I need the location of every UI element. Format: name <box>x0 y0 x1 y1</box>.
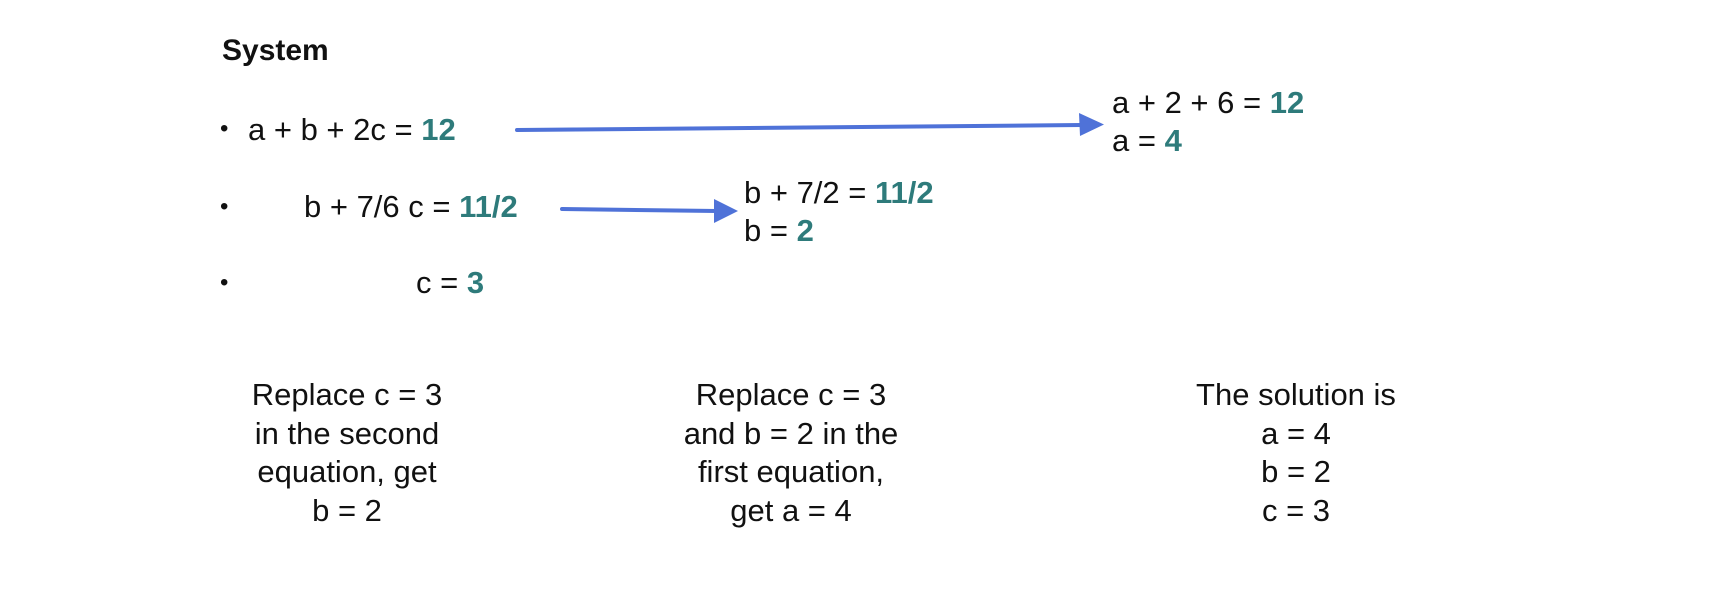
note-line: a = 4 <box>1261 415 1331 451</box>
arrow-to-a-step <box>515 113 1104 136</box>
equation-lhs: a = <box>1112 123 1165 158</box>
step-a-equation-2: a = 4 <box>1112 122 1182 160</box>
note-line: get a = 4 <box>730 492 852 528</box>
bullet-1: • <box>220 115 229 142</box>
note-line: first equation, <box>697 454 885 489</box>
system-equation-3: c = 3 <box>416 264 484 302</box>
step-a-equation-1: a + 2 + 6 = 12 <box>1112 84 1304 122</box>
note-line: Replace c = 3 <box>251 377 443 412</box>
equation-lhs: a + 2 + 6 = <box>1112 85 1270 120</box>
equation-value: 2 <box>796 213 814 248</box>
system-equation-2: b + 7/6 c = 11/2 <box>304 188 518 226</box>
note-line: b = 2 <box>312 492 382 528</box>
note-line: Replace c = 3 <box>695 377 887 412</box>
equation-value: 11/2 <box>459 189 518 224</box>
bullet-2: • <box>220 193 229 220</box>
note-replace-c: Replace c = 3 in the second equation, ge… <box>197 376 497 530</box>
equation-value: 11/2 <box>875 175 934 210</box>
equation-value: 4 <box>1164 123 1182 158</box>
page-title: System <box>222 34 329 67</box>
bullet-3: • <box>220 269 229 296</box>
step-b-equation-1: b + 7/2 = 11/2 <box>744 174 934 212</box>
note-line: equation, get <box>257 454 437 489</box>
equation-lhs: b = <box>744 213 797 248</box>
equation-value: 3 <box>466 265 485 300</box>
equation-lhs: a + b + 2c = <box>248 112 422 147</box>
note-line: in the second <box>254 415 440 451</box>
arrow-to-b-step <box>560 199 738 223</box>
system-equation-1: a + b + 2c = 12 <box>248 111 456 149</box>
equation-lhs: b + 7/6 c = <box>304 189 460 224</box>
equation-value: 12 <box>421 112 456 147</box>
equation-lhs: c = <box>416 265 467 300</box>
note-line: b = 2 <box>1261 454 1331 489</box>
step-b-equation-2: b = 2 <box>744 212 814 250</box>
note-line: and b = 2 in the <box>683 415 899 451</box>
equation-lhs: b + 7/2 = <box>744 175 875 210</box>
note-solution: The solution is a = 4 b = 2 c = 3 <box>1146 376 1446 530</box>
equation-value: 12 <box>1269 85 1305 120</box>
note-replace-c-and-b: Replace c = 3 and b = 2 in the first equ… <box>631 376 951 530</box>
note-line: c = 3 <box>1261 492 1331 528</box>
note-line: The solution is <box>1196 377 1396 412</box>
